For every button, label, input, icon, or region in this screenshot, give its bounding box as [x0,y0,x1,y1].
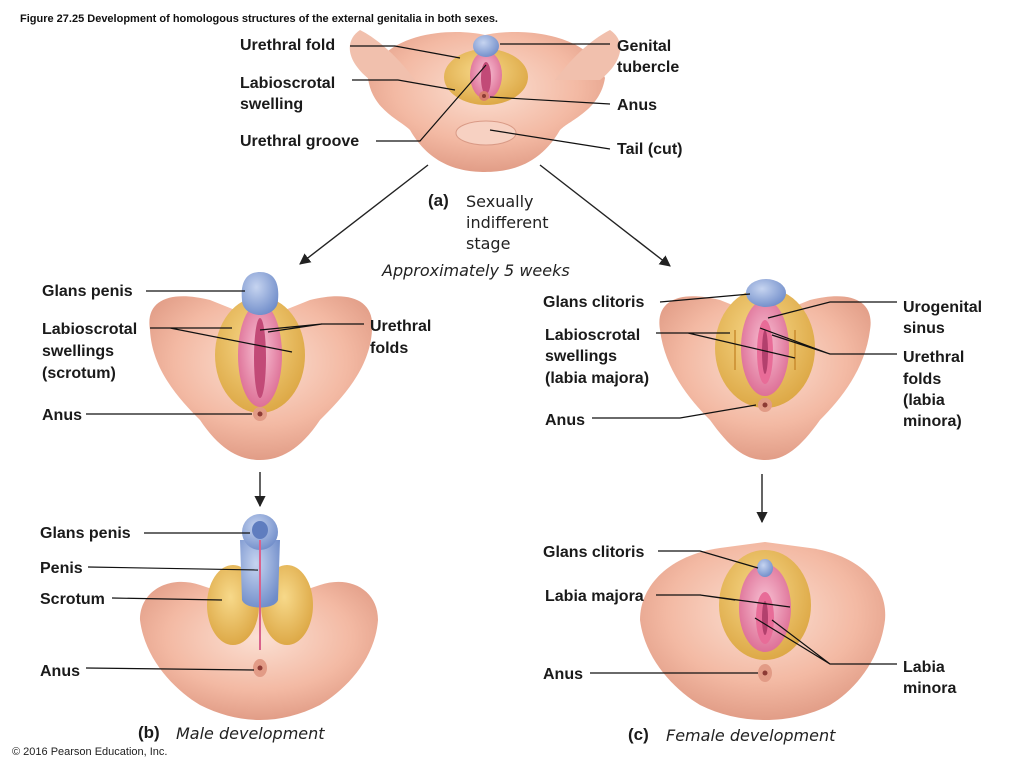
label-labioscrotal-a-1: Labioscrotal [240,75,335,92]
label-urethral-c-4: minora) [903,413,962,430]
label-urethral-groove: Urethral groove [240,133,359,150]
leader-anus-c1 [592,404,757,419]
label-glans-penis-b1: Glans penis [42,283,133,300]
label-urethral-b-1: Urethral [370,318,431,335]
panel-c-lower-illustration [640,542,886,720]
label-anus-b1: Anus [42,407,82,424]
label-anus-c1: Anus [545,412,585,429]
caption-a-line2: indifferent [466,213,549,232]
caption-c-text: Female development [666,726,836,745]
label-labioscrotal-a-2: swelling [240,96,303,113]
label-penis: Penis [40,560,83,577]
label-anus-c2: Anus [543,666,583,683]
label-labia-minora-2: minora [903,680,956,697]
label-urethral-c-2: folds [903,371,941,388]
caption-a-age: Approximately 5 weeks [381,261,570,280]
label-tail: Tail (cut) [617,141,682,158]
label-urethral-c-1: Urethral [903,349,964,366]
caption-a-line3: stage [466,234,510,253]
panel-b-lower-labels: Glans penis Penis Scrotum Anus [40,525,259,680]
label-urogenital-1: Urogenital [903,299,982,316]
label-labioscrotal-c-2: swellings [545,348,617,365]
leader-labioscrotal-b [150,327,293,353]
label-labia-minora-1: Labia [903,659,945,676]
caption-letter-b: (b) [138,723,160,742]
leader-tail [489,129,611,150]
label-genital-2: tubercle [617,59,679,76]
label-labioscrotal-b-1: Labioscrotal [42,321,137,338]
label-labioscrotal-b-2: swellings [42,343,114,360]
panel-b-upper-illustration [149,272,373,460]
label-labioscrotal-b-3: (scrotum) [42,365,116,382]
arrow-to-male [299,164,429,265]
leader-urethral-fold [350,45,461,59]
leader-urethral-groove [376,64,487,142]
label-labioscrotal-c-1: Labioscrotal [545,327,640,344]
panel-a-caption: (a) Sexually indifferent stage Approxima… [381,191,570,280]
label-urethral-fold: Urethral fold [240,37,335,54]
leader-glans-clitoris-c2 [658,550,759,569]
panel-a-labels: Urethral fold Labioscrotal swelling Uret… [240,37,682,158]
label-glans-clitoris-c2: Glans clitoris [543,544,644,561]
leader-labia-majora [656,594,791,608]
label-urethral-b-2: folds [370,340,408,357]
leader-urethral-b [259,323,364,333]
leader-urethral-c [759,327,897,355]
panel-b-lower-illustration [140,514,378,720]
label-labia-majora: Labia majora [545,588,644,605]
label-anus-a: Anus [617,97,657,114]
leader-labioscrotal-a [352,79,456,91]
leader-labioscrotal-c [656,332,796,359]
panel-c-upper-labels: Glans clitoris Labioscrotal swellings (l… [543,293,982,430]
panel-c-upper-illustration [659,279,871,460]
label-anus-b2: Anus [40,663,80,680]
leader-anus-b2 [85,667,255,671]
arrow-to-female [539,164,671,267]
panel-b-upper-labels: Glans penis Labioscrotal swellings (scro… [42,283,431,424]
label-glans-clitoris-c1: Glans clitoris [543,294,644,311]
label-urogenital-2: sinus [903,320,945,337]
leader-glans-clitoris-c1 [659,293,751,303]
caption-b-text: Male development [176,724,325,743]
label-genital-1: Genital [617,38,671,55]
leader-penis [87,566,259,571]
leader-urogenital [767,301,897,319]
leader-scrotum [111,597,223,601]
panel-c-lower-labels: Glans clitoris Labia majora Anus Labia m… [543,544,956,697]
caption-letter-a: (a) [428,191,449,210]
label-scrotum: Scrotum [40,591,105,608]
label-urethral-c-3: (labia [903,392,945,409]
copyright: © 2016 Pearson Education, Inc. [12,746,167,758]
caption-letter-c: (c) [628,725,649,744]
leader-anus-a [489,96,611,105]
label-glans-penis-b2: Glans penis [40,525,131,542]
caption-a-line1: Sexually [466,192,534,211]
label-labioscrotal-c-3: (labia majora) [545,370,649,387]
panel-a-illustration [349,30,621,172]
leader-labia-minora [754,617,897,665]
figure-title: Figure 27.25 Development of homologous s… [20,13,498,25]
panel-b-caption: (b) Male development [138,723,325,743]
panel-c-caption: (c) Female development [628,725,836,745]
